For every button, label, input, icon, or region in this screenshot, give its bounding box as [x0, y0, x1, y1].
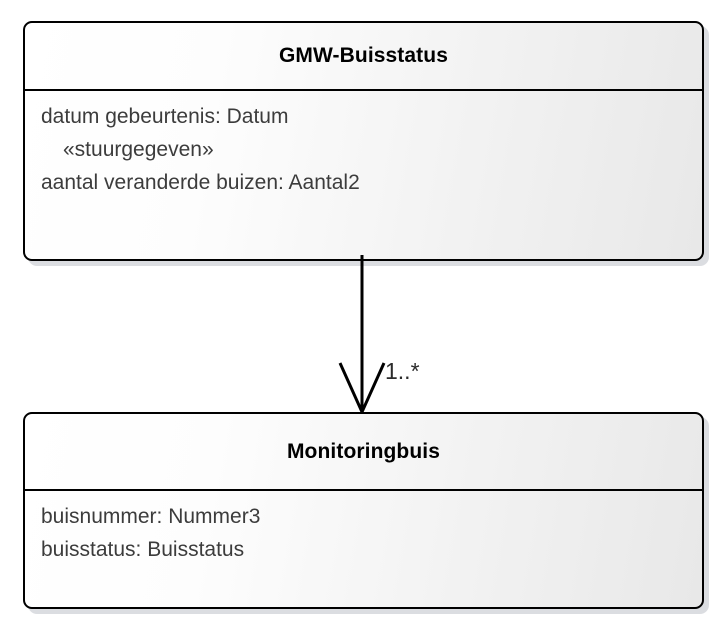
- attribute-stereotype: «stuurgegeven»: [63, 138, 214, 161]
- attribute-row: aantal veranderde buizen: Aantal2: [41, 171, 360, 194]
- class-header-gmw-buisstatus: GMW-Buisstatus: [25, 23, 702, 91]
- class-name-monitoringbuis: Monitoringbuis: [286, 439, 441, 463]
- class-header-monitoringbuis: Monitoringbuis: [25, 414, 702, 491]
- attribute-compartment-gmw-buisstatus: datum gebeurtenis: Datum «stuurgegeven» …: [25, 91, 702, 258]
- attribute-row: buisstatus: Buisstatus: [41, 538, 245, 561]
- attribute-row: buisnummer: Nummer3: [41, 505, 261, 528]
- association-connector: [338, 255, 386, 416]
- class-box-gmw-buisstatus[interactable]: GMW-Buisstatus datum gebeurtenis: Datum …: [23, 21, 704, 261]
- class-name-gmw-buisstatus: GMW-Buisstatus: [279, 44, 448, 67]
- class-box-monitoringbuis[interactable]: Monitoringbuis buisnummer: Nummer3 buiss…: [23, 412, 704, 609]
- attribute-compartment-monitoringbuis: buisnummer: Nummer3 buisstatus: Buisstat…: [25, 491, 702, 607]
- attribute-row: datum gebeurtenis: Datum: [41, 105, 289, 128]
- open-arrowhead-icon: [338, 362, 386, 416]
- multiplicity-label: 1..*: [385, 358, 420, 384]
